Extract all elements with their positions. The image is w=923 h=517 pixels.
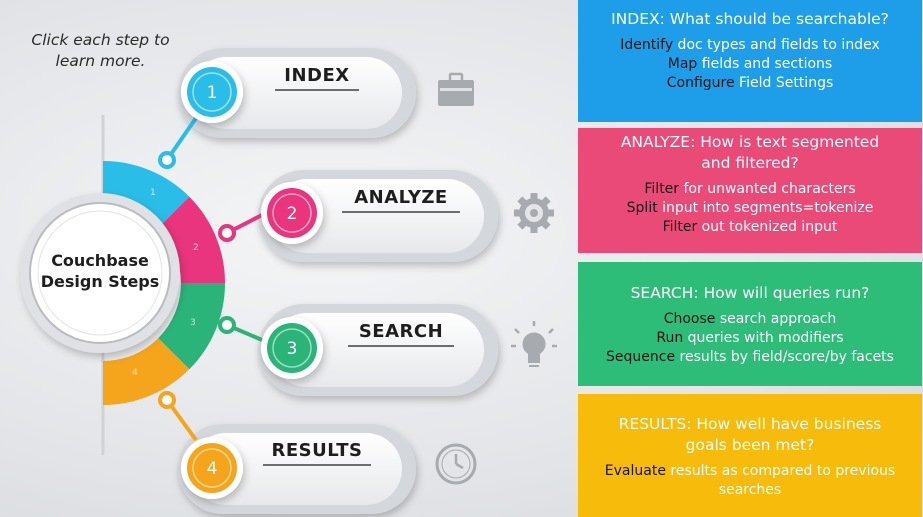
center-circle [20,193,180,353]
svg-text:2: 2 [193,243,199,253]
pill-search[interactable] [258,304,498,396]
analyze-panel-line: Filter for unwanted characters [644,181,856,197]
step-number-2: 2 [286,204,298,224]
svg-text:3: 3 [190,318,196,328]
analyze-panel-heading: ANALYZE: How is text segmented and filte… [620,133,880,172]
center-title-line2: Design Steps [40,272,160,291]
pill-index[interactable] [178,48,416,138]
step-label-search[interactable]: SEARCH [348,321,454,347]
segment-2 [158,196,226,283]
search-panel-line: Sequence results by field/score/by facet… [606,349,894,365]
index-panel: INDEX: What should be searchable? Identi… [578,0,922,122]
svg-text:1: 1 [150,188,156,198]
instruction-text: Click each step to learn more. [31,31,170,70]
center-title: Couchbase Design Steps [30,250,170,292]
step-circle-1[interactable] [181,61,243,123]
index-panel-line: Map fields and sections [667,56,833,72]
step-circle-2[interactable] [261,182,323,244]
search-panel-line: Choose search approach [663,311,837,327]
step-label-index[interactable]: INDEX [275,65,359,91]
step-circle-4[interactable] [181,437,243,499]
step-label-results[interactable]: RESULTS [263,440,371,466]
svg-text:4: 4 [132,368,138,378]
step-label-analyze[interactable]: ANALYZE [342,187,460,213]
lightbulb-icon [511,321,557,367]
clock-icon [435,443,477,485]
center-title-line1: Couchbase [51,251,149,270]
results-panel-line: Evaluate results as compared to previous… [604,463,896,498]
ring-segments: 1 2 3 4 [103,160,226,405]
analyze-panel: ANALYZE: How is text segmented and filte… [578,128,922,253]
analyze-panel-line: Filter out tokenized input [662,219,838,235]
briefcase-icon [438,72,474,106]
segment-4 [103,338,190,405]
results-panel: RESULTS: How well have business goals be… [578,394,922,517]
index-panel-heading: INDEX: What should be searchable? [611,10,889,28]
pill-analyze[interactable] [258,170,498,262]
segment-1 [103,160,190,228]
search-panel-line: Run queries with modifiers [656,330,844,346]
gear-icon [514,193,554,233]
search-panel-heading: SEARCH: How will queries run? [630,284,870,302]
connectors [158,116,263,442]
step-number-1: 1 [206,83,218,103]
results-panel-heading: RESULTS: How well have business goals be… [618,415,882,454]
segment-3 [158,283,226,370]
index-panel-line: Configure Field Settings [666,75,834,91]
pill-results[interactable] [178,424,416,514]
search-panel: SEARCH: How will queries run? Choose sea… [578,262,922,386]
step-number-3: 3 [286,339,298,359]
step-circle-3[interactable] [261,317,323,379]
analyze-panel-line: Split input into segments=tokenize [626,200,874,216]
step-number-4: 4 [206,459,218,479]
steps-diagram: 1 2 3 4 [20,48,557,514]
index-panel-line: Identify doc types and fields to index [620,37,880,53]
